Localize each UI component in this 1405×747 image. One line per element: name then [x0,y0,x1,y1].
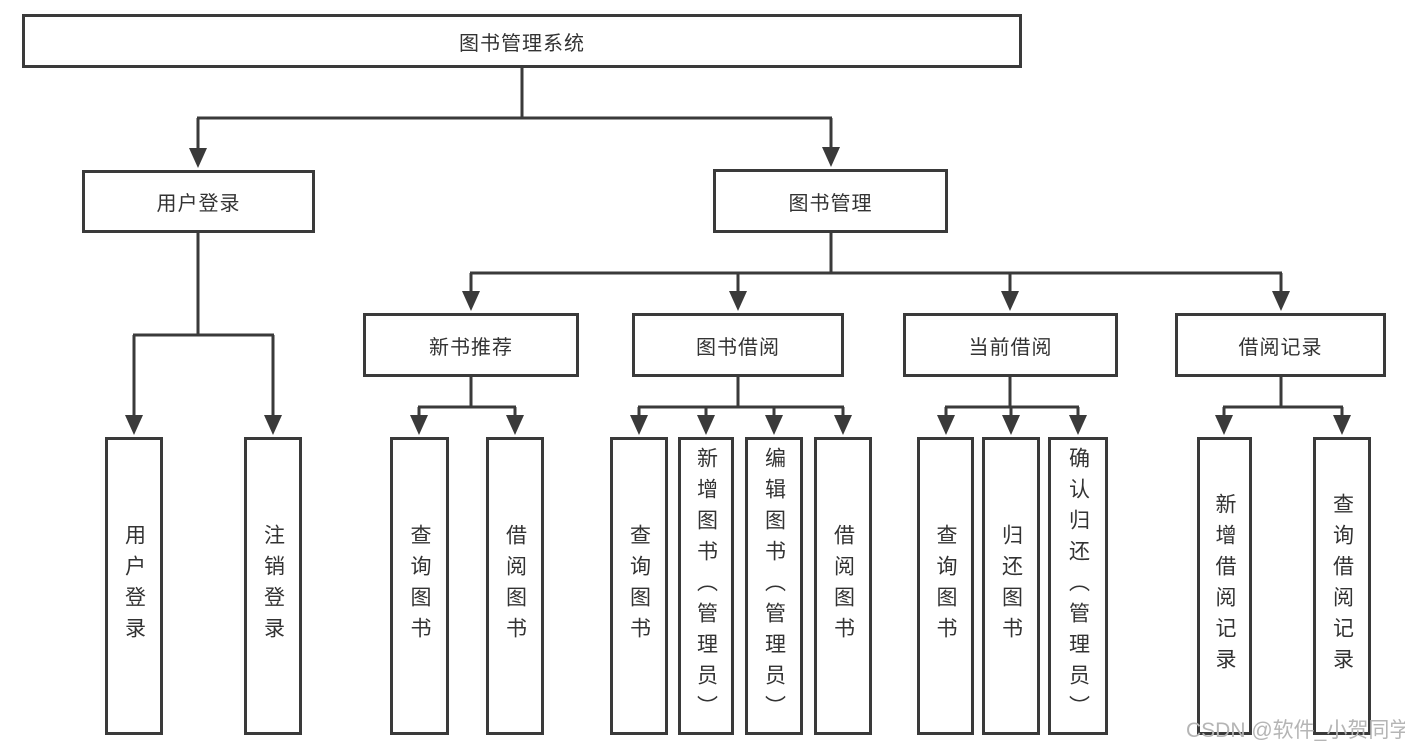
leaf-user-login: 用户登录 [105,437,163,735]
leaf-logout: 注销登录 [244,437,302,735]
node-book-borrow: 图书借阅 [632,313,844,377]
node-borrow-records: 借阅记录 [1175,313,1386,377]
leaf-query-borrow-record: 查询借阅记录 [1313,437,1371,735]
leaf-confirm-return-admin: 确认归还（管理员） [1048,437,1108,735]
leaf-query-books-borrow: 查询图书 [610,437,668,735]
leaf-add-books-admin: 新增图书（管理员） [678,437,734,735]
csdn-watermark: CSDN @软件_小贺同学 [1186,719,1405,742]
node-library-management-system: 图书管理系统 [22,14,1022,68]
node-current-borrow: 当前借阅 [903,313,1118,377]
leaf-edit-books-admin: 编辑图书（管理员） [745,437,803,735]
leaf-add-borrow-record: 新增借阅记录 [1197,437,1252,735]
leaf-borrow-books-recommend: 借阅图书 [486,437,544,735]
leaf-query-books-recommend: 查询图书 [390,437,449,735]
node-user-login: 用户登录 [82,170,315,233]
leaf-query-books-current: 查询图书 [917,437,974,735]
leaf-borrow-books: 借阅图书 [814,437,872,735]
leaf-return-books: 归还图书 [982,437,1040,735]
node-book-management: 图书管理 [713,169,948,233]
node-new-book-recommend: 新书推荐 [363,313,579,377]
